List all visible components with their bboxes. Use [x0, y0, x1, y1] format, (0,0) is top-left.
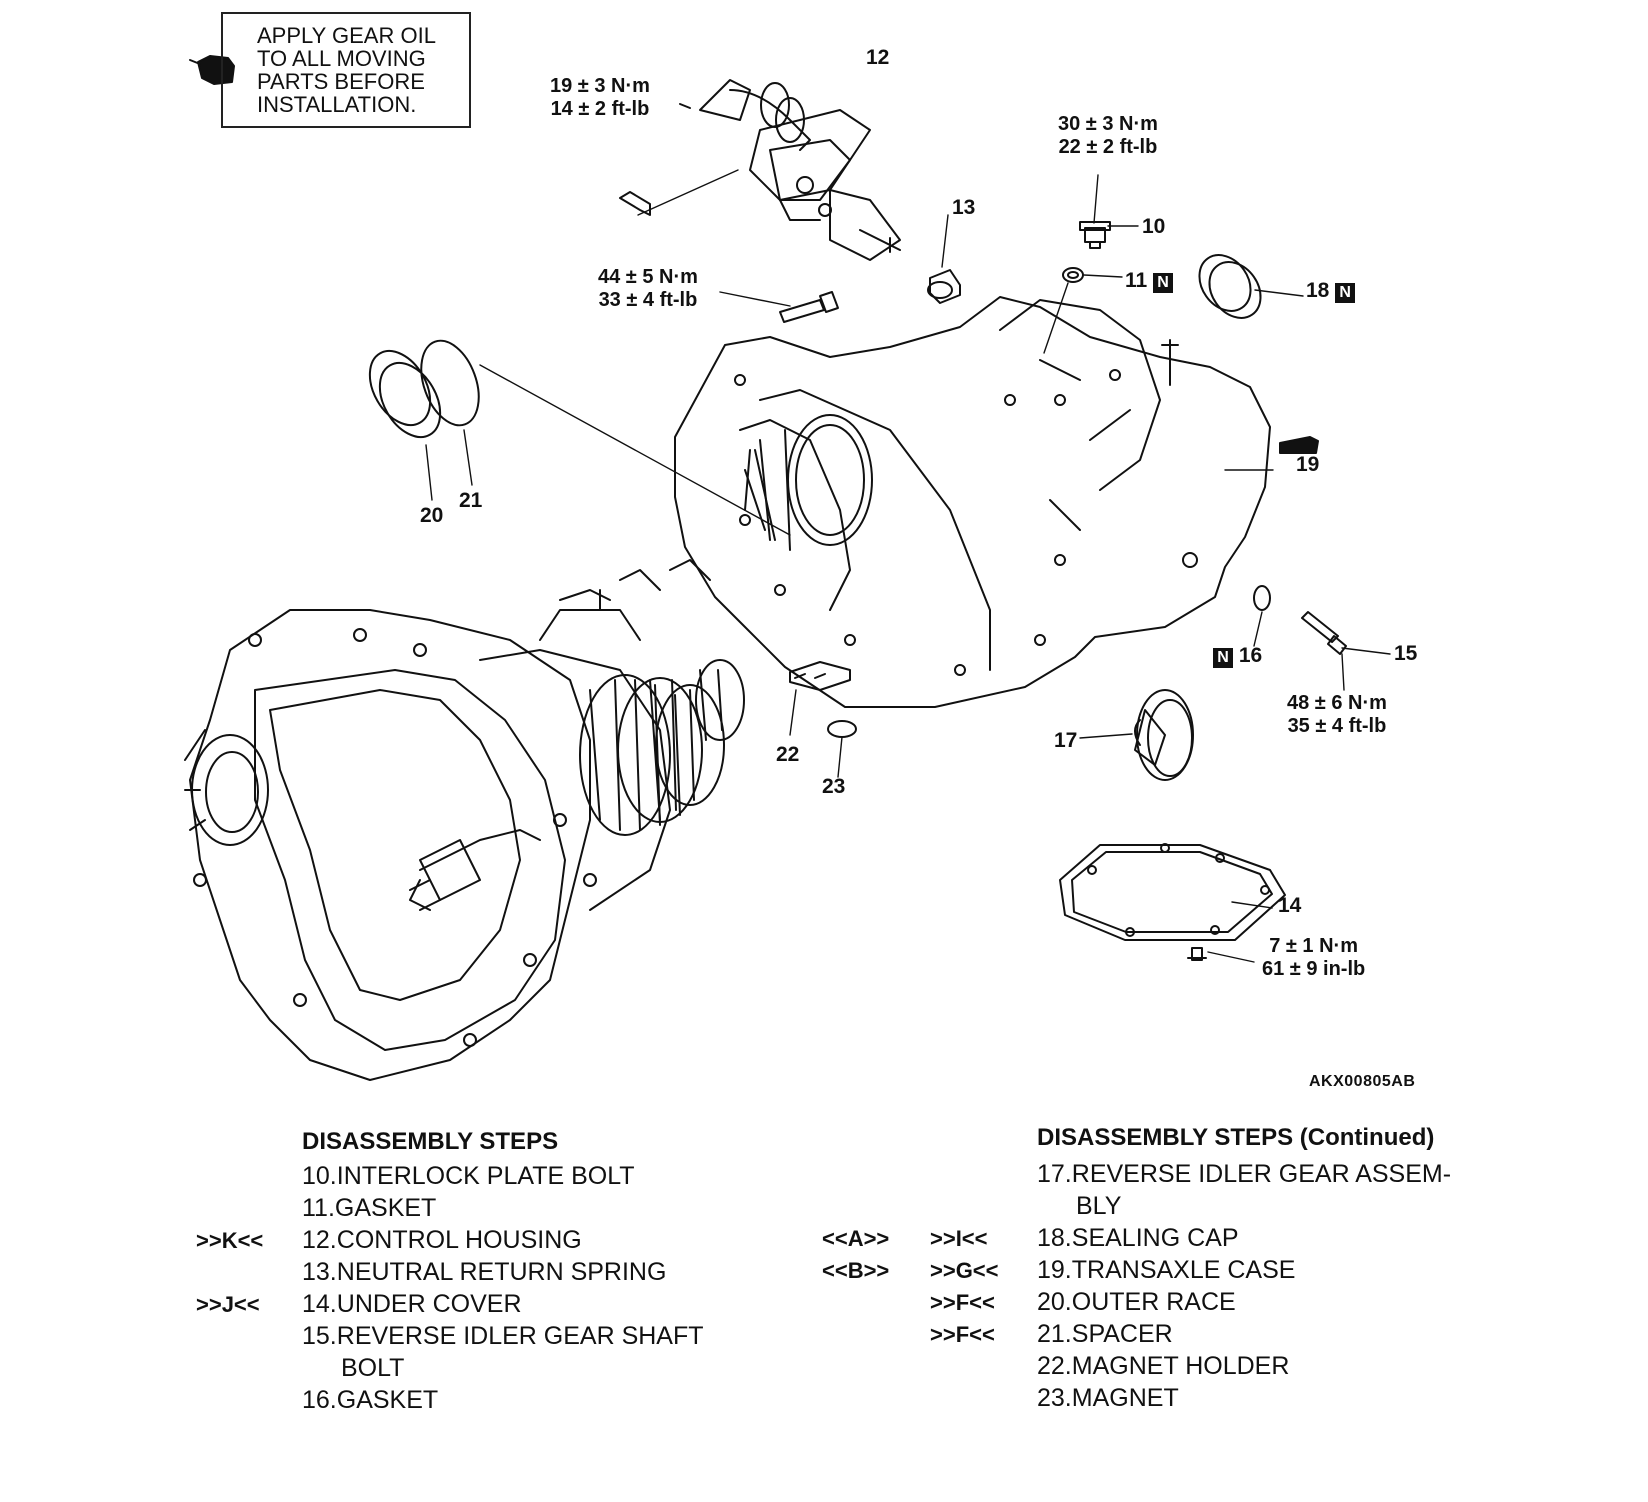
- callout-17: 17: [1054, 729, 1078, 752]
- step-item: 10.INTERLOCK PLATE BOLT: [302, 1162, 635, 1190]
- step-item: 21.SPACER: [1037, 1320, 1173, 1348]
- step-item: 20.OUTER RACE: [1037, 1288, 1236, 1316]
- note-line: PARTS BEFORE: [257, 69, 425, 94]
- step-item: 18.SEALING CAP: [1037, 1224, 1239, 1252]
- callout-21: 21: [459, 489, 483, 512]
- step-item: 13.NEUTRAL RETURN SPRING: [302, 1258, 667, 1286]
- sealing-cap-part: [1198, 254, 1304, 319]
- note-line: INSTALLATION.: [257, 92, 417, 117]
- callout-13: 13: [952, 196, 976, 219]
- note-line: TO ALL MOVING: [257, 46, 426, 71]
- callout-18: 18 N: [1306, 280, 1356, 303]
- outer-race-part: [368, 350, 442, 501]
- step-item: 22.MAGNET HOLDER: [1037, 1352, 1290, 1380]
- step-item: 14.UNDER COVER: [302, 1290, 522, 1318]
- clutch-housing-assembly: [184, 559, 745, 1081]
- step-item: 17.REVERSE IDLER GEAR ASSEM-: [1037, 1160, 1452, 1188]
- spacer-part: [420, 339, 480, 486]
- callout-16: N 16: [1213, 645, 1262, 668]
- new-part-badge: N: [1153, 273, 1174, 293]
- step-item: 15.REVERSE IDLER GEAR SHAFT: [302, 1322, 704, 1350]
- step-mark: <<B>>: [822, 1258, 890, 1283]
- step-item: 16.GASKET: [302, 1386, 439, 1414]
- step-item-continued: BOLT: [341, 1354, 405, 1382]
- step-mark: >>G<<: [930, 1258, 999, 1283]
- figure-id: AKX00805AB: [1309, 1073, 1416, 1090]
- callout-22: 22: [776, 743, 800, 766]
- callout-10: 10: [1142, 215, 1166, 238]
- step-item: 19.TRANSAXLE CASE: [1037, 1256, 1296, 1284]
- new-part-badge: N: [1213, 648, 1233, 668]
- neutral-return-spring-part: [927, 214, 961, 304]
- steps-title-right: DISASSEMBLY STEPS (Continued): [1037, 1124, 1435, 1151]
- callout-15: 15: [1394, 642, 1418, 665]
- interlock-plate-bolt-part: [1079, 174, 1139, 249]
- callout-12: 12: [866, 46, 890, 69]
- gear-oil-note: APPLY GEAR OIL TO ALL MOVING PARTS BEFOR…: [221, 12, 471, 128]
- step-mark: >>I<<: [930, 1226, 988, 1251]
- step-item: 23.MAGNET: [1037, 1384, 1179, 1412]
- reverse-idler-gear-part: [1079, 689, 1194, 781]
- callout-14: 14: [1278, 894, 1302, 917]
- step-mark: >>F<<: [930, 1290, 995, 1315]
- new-part-badge: N: [1335, 283, 1356, 303]
- step-mark: >>J<<: [196, 1292, 260, 1317]
- callout-19: 19: [1296, 453, 1320, 476]
- step-mark: >>K<<: [196, 1228, 264, 1253]
- step-mark: <<A>>: [822, 1226, 890, 1251]
- callout-20: 20: [420, 504, 444, 527]
- step-mark: >>F<<: [930, 1322, 995, 1347]
- under-cover-part: [1059, 843, 1286, 941]
- control-housing-part: [679, 79, 901, 261]
- transaxle-case-part: [674, 296, 1319, 708]
- steps-title-left: DISASSEMBLY STEPS: [302, 1128, 559, 1155]
- oil-can-icon: [189, 55, 235, 85]
- callout-23: 23: [822, 775, 846, 798]
- note-line: APPLY GEAR OIL: [257, 23, 436, 48]
- callout-11: 11 N: [1125, 270, 1174, 293]
- step-item-continued: BLY: [1076, 1192, 1122, 1220]
- step-item: 11.GASKET: [302, 1194, 437, 1222]
- step-item: 12.CONTROL HOUSING: [302, 1226, 582, 1254]
